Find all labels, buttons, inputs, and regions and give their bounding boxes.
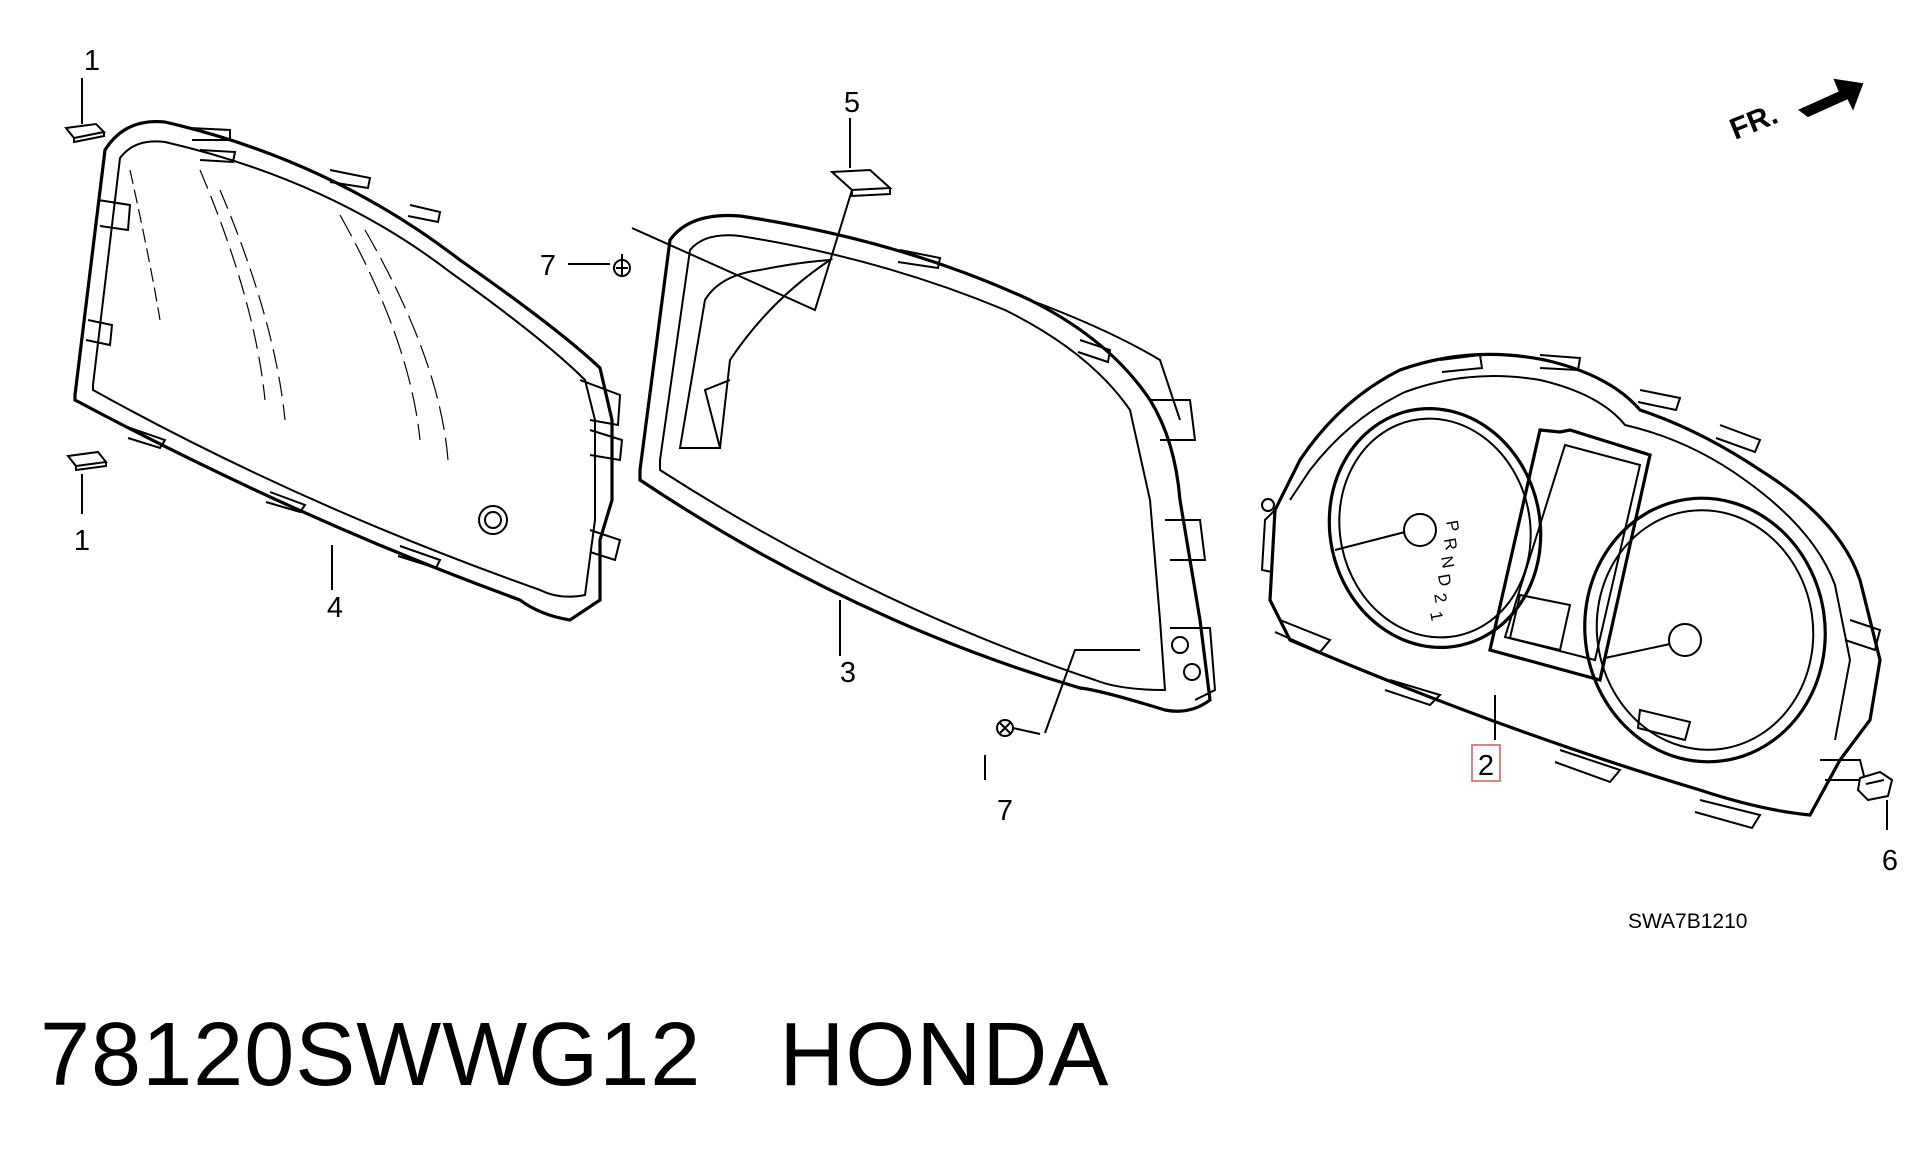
diagram-code: SWA7B1210	[1628, 910, 1747, 933]
part-6-socket	[1856, 770, 1894, 802]
gear-letter: 1	[1426, 610, 1446, 623]
callout-2-highlight	[1471, 744, 1501, 782]
part-caption: 78120SWWG12 HONDA	[40, 1010, 1109, 1100]
gear-letter: P	[1442, 519, 1463, 533]
callout-1-upper: 1	[84, 45, 100, 77]
part-4-lens-bezel	[73, 119, 624, 622]
callout-3: 3	[840, 657, 856, 689]
front-direction-label: FR.	[1725, 98, 1782, 147]
front-arrow-icon	[1798, 78, 1864, 118]
part-number: 78120SWWG12	[40, 1005, 702, 1105]
gear-letter: 2	[1430, 592, 1450, 605]
clip-upper	[64, 122, 107, 144]
gear-letter: D	[1434, 572, 1455, 587]
callout-7-upper: 7	[540, 250, 556, 282]
screw-upper	[613, 254, 631, 277]
clip-lower	[66, 450, 108, 472]
part-2-combination-meter	[1260, 352, 1882, 830]
gear-letter: N	[1437, 554, 1458, 569]
callout-5: 5	[844, 87, 860, 119]
leader-lines	[81, 78, 1888, 830]
gear-indicator: P R N D 2 1	[1426, 519, 1463, 623]
callout-7-lower: 7	[997, 795, 1013, 827]
callouts: 1 1 2 3 4 5 6 7 7	[74, 45, 1898, 877]
gear-letter: R	[1440, 536, 1461, 551]
callout-4: 4	[327, 592, 343, 624]
part-3-visor	[638, 213, 1217, 713]
front-direction-indicator: FR.	[1725, 78, 1864, 147]
callout-6: 6	[1882, 845, 1898, 877]
callout-1-lower: 1	[74, 525, 90, 557]
screw-lower	[996, 719, 1041, 737]
clip-part-5	[829, 168, 893, 198]
brand-name: HONDA	[779, 1005, 1110, 1105]
callout-2[interactable]: 2	[1478, 750, 1494, 782]
